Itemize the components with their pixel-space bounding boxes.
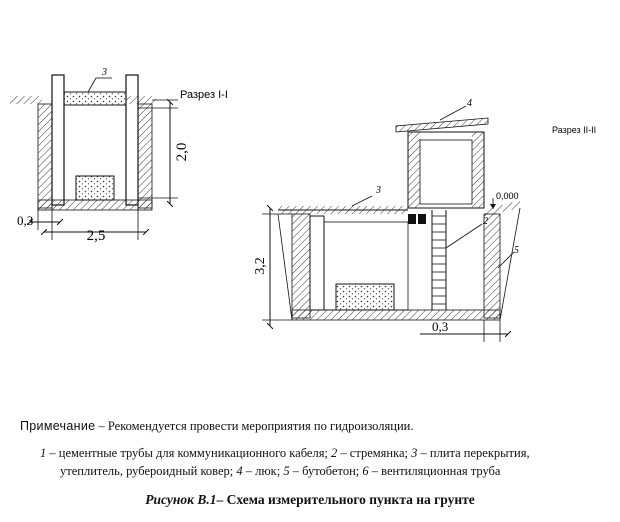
- section-2-level-mark: 0,000: [496, 191, 519, 201]
- chamber-bottom: [291, 309, 501, 321]
- legend-num: 5: [283, 464, 290, 478]
- legend-text: – люк;: [242, 464, 284, 478]
- hatch-roof: [395, 117, 489, 133]
- legend-num: 3: [411, 446, 418, 460]
- ground-hatch-left: [10, 96, 42, 104]
- equipment-block: [75, 175, 115, 201]
- legend-text: утеплитель, рубероидный ковер;: [60, 464, 237, 478]
- section-2-dim-wall: 0,3: [432, 319, 448, 334]
- slab: [63, 91, 127, 106]
- section-1-drawing: 2,0 2,5 0,3 3 Разрез I-I: [10, 67, 228, 244]
- section-2-dim-depth: 3,2: [253, 257, 268, 275]
- legend-text: – бутобетон;: [289, 464, 363, 478]
- note: Примечание – Рекомендуется провести меро…: [20, 419, 413, 434]
- ladder: [431, 210, 447, 310]
- section-2-drawing: Разрез II-II 4 3 0,000: [253, 98, 596, 342]
- section-1-dim-height: 2,0: [174, 143, 190, 162]
- legend-num: 6: [362, 464, 369, 478]
- ground-hatch-right-2: [484, 200, 520, 216]
- chamber-right-rubble: [483, 213, 501, 319]
- cable-pipe-b: [418, 214, 426, 224]
- figure-caption: Рисунок В.1– Схема измерительного пункта…: [0, 492, 620, 508]
- left-wall-pipe: [51, 74, 65, 206]
- section-1-callout-3: 3: [101, 67, 107, 78]
- left-rubble: [37, 103, 53, 209]
- legend-text: – плита перекрытия,: [417, 446, 530, 460]
- cable-pipe-a: [408, 214, 416, 224]
- section-2-callout-3: 3: [375, 185, 381, 196]
- right-rubble: [137, 103, 153, 209]
- legend-text: – стремянка;: [337, 446, 412, 460]
- section-2-callout-2: 2: [483, 216, 488, 227]
- equipment-block-2: [335, 283, 395, 311]
- chamber-left-rubble: [291, 213, 311, 319]
- hatch-housing-inner: [419, 139, 473, 205]
- legend-text: – цементные трубы для коммуникационного …: [46, 446, 332, 460]
- legend-line-1: 1 – цементные трубы для коммуникационног…: [40, 446, 530, 461]
- chamber-pipe-wall: [309, 215, 325, 311]
- figure-title: – Схема измерительного пункта на грунте: [216, 492, 475, 507]
- legend-num: 1: [40, 446, 47, 460]
- note-lead: Примечание: [20, 419, 96, 433]
- legend-num: 4: [236, 464, 243, 478]
- legend-line-2: утеплитель, рубероидный ковер; 4 – люк; …: [60, 464, 500, 479]
- bottom-rubble: [37, 199, 153, 211]
- figure-number: Рисунок В.1: [145, 492, 217, 507]
- legend-num: 2: [331, 446, 338, 460]
- ground-hatch-left-2: [278, 206, 408, 214]
- section-2-title: Разрез II-II: [552, 125, 596, 135]
- section-1-title: Разрез I-I: [180, 89, 228, 101]
- legend-text: – вентиляционная труба: [368, 464, 501, 478]
- ground-hatch-right: [126, 96, 156, 104]
- hatch-housing-right-wall: [472, 132, 484, 208]
- note-text: – Рекомендуется провести мероприятия по …: [95, 419, 414, 433]
- right-wall-pipe: [125, 74, 139, 206]
- section-2-callout-5: 5: [514, 245, 519, 256]
- section-1-dim-width: 2,5: [87, 228, 106, 244]
- section-1-dim-wall: 0,3: [17, 213, 33, 228]
- hatch-housing-left-wall: [408, 132, 420, 208]
- section-2-callout-4: 4: [467, 98, 472, 109]
